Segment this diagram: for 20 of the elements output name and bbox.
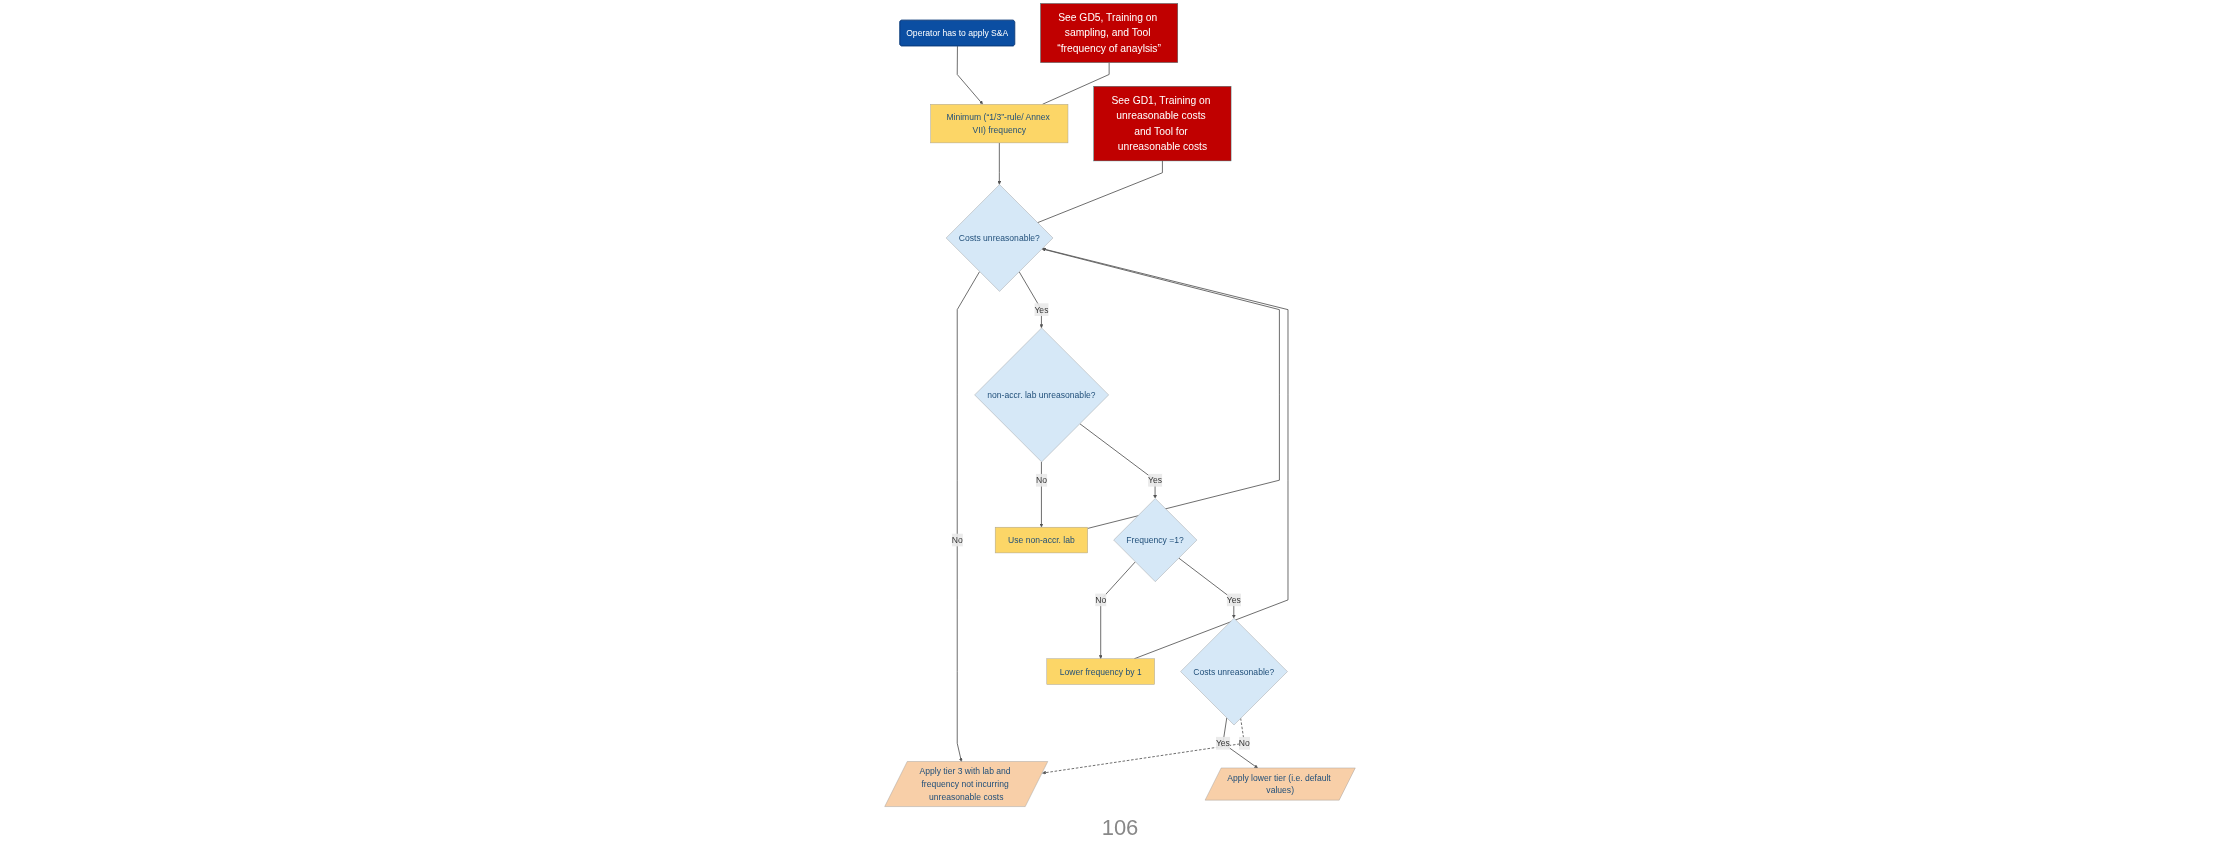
connector <box>1037 160 1163 224</box>
node-diamond: Costs unreasonable? <box>1180 617 1288 726</box>
node-box: Lower frequency by 1 <box>1046 658 1155 685</box>
edge-label: No <box>1035 475 1047 485</box>
node-diamond: Frequency =1? <box>1113 498 1198 582</box>
edge-label: No <box>1238 738 1250 748</box>
edge-label: No <box>951 535 963 545</box>
node-box: See GD1, Training on unreasonable costs and Tool for unreasonable costs <box>1093 86 1232 162</box>
connector <box>1042 62 1110 105</box>
edge-label: Yes <box>1226 595 1241 605</box>
node-box: See GD5, Training on sampling, and Tool “frequency of anaylsis” <box>1040 3 1178 63</box>
node-box: Use non-accr. lab <box>994 526 1088 554</box>
page-number: 106 <box>1101 815 1139 840</box>
node-box: Minimum (“1/3”-rule/ Annex VII) frequency <box>930 104 1069 144</box>
edge-label: No <box>1095 595 1107 605</box>
node-diamond: non-accr. lab unreasonable? <box>974 327 1109 463</box>
edge-label: Yes <box>1148 475 1163 485</box>
node-diamond: Costs unreasonable? <box>945 184 1054 292</box>
edge-label: Yes <box>1215 738 1230 748</box>
edge-label: Yes <box>1034 304 1049 315</box>
